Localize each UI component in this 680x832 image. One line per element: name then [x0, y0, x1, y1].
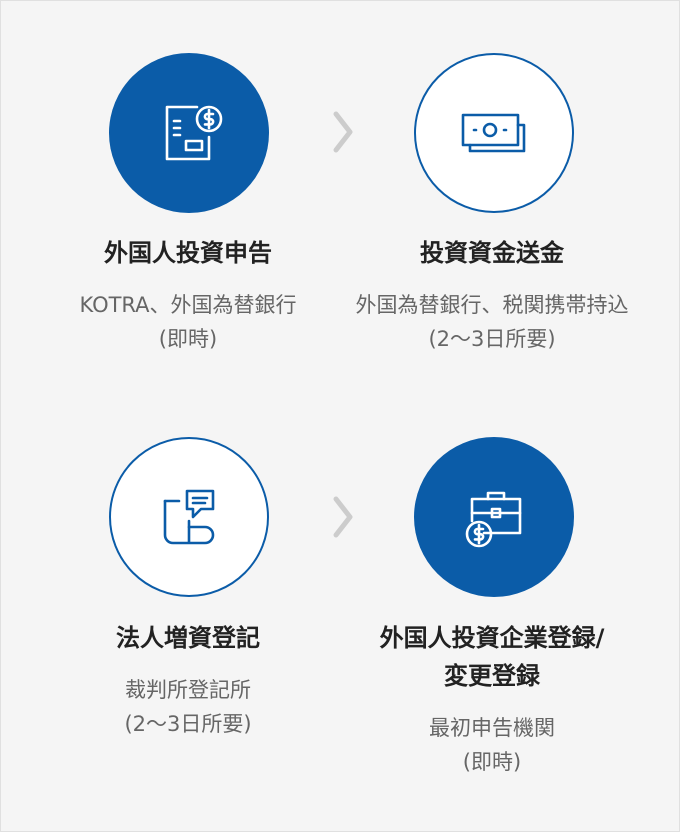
step-3-title: 法人増資登記: [116, 624, 260, 652]
step-4-circle: [414, 437, 574, 597]
investment-report-icon: [165, 105, 223, 161]
step-2-circle: [414, 53, 574, 213]
step-3-description: 裁判所登記所 (2〜3日所要): [124, 678, 252, 736]
step-2-title: 投資資金送金: [420, 239, 564, 267]
step-4-description: 最初申告機関 (即時): [429, 716, 555, 774]
step-1-title: 外国人投資申告: [104, 239, 272, 267]
registration-document-icon: [163, 489, 215, 545]
business-registration-icon: [465, 491, 522, 548]
cash-transfer-icon: [461, 113, 526, 153]
chevron-right-icon: [333, 111, 353, 153]
step-1-circle: [109, 53, 269, 213]
step-1-description: KOTRA、外国為替銀行 (即時): [79, 293, 297, 351]
step-4-title: 外国人投資企業登録/ 変更登録: [379, 624, 605, 690]
chevron-right-icon: [333, 496, 353, 538]
step-2-description: 外国為替銀行、税関携帯持込 (2〜3日所要): [355, 293, 629, 351]
step-3-circle: [109, 437, 269, 597]
